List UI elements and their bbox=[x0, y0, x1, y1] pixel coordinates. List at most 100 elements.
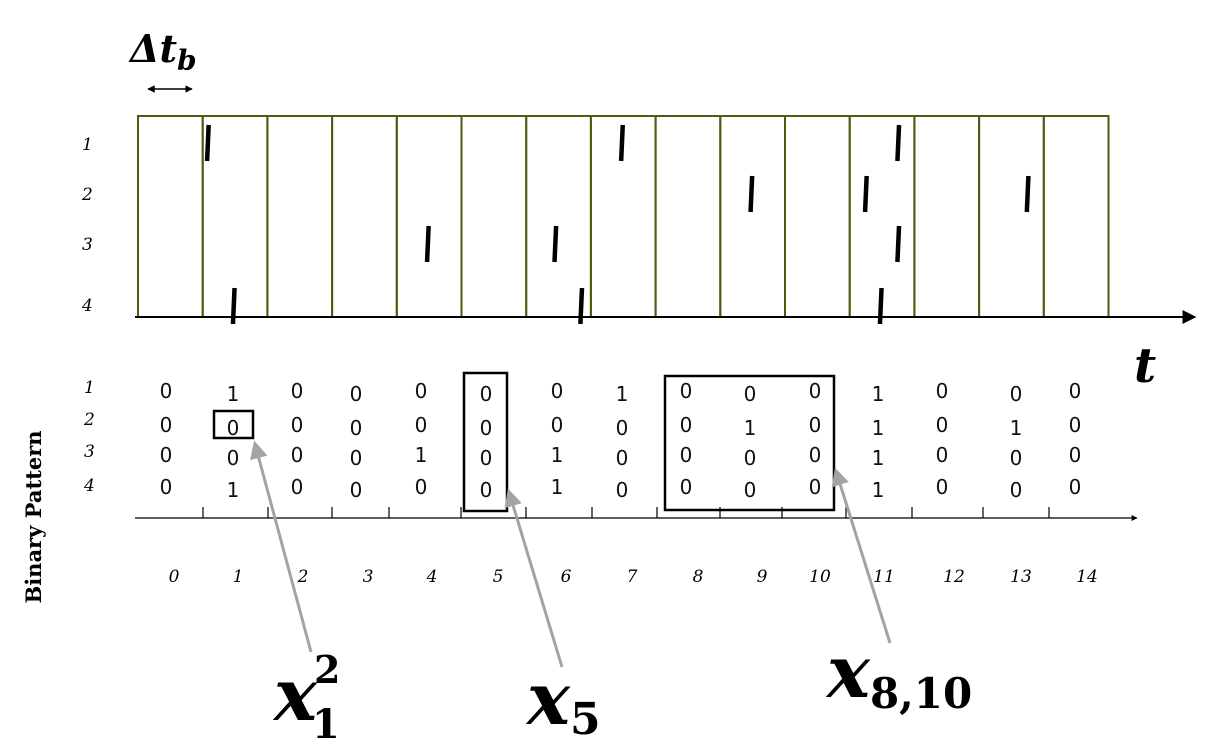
pattern-value: 0 bbox=[350, 478, 363, 502]
annotation-x5-base: x bbox=[525, 656, 571, 741]
spike-mark bbox=[424, 225, 431, 263]
highlight-box-x5 bbox=[462, 371, 509, 513]
time-axis-label: t bbox=[1134, 338, 1156, 394]
pattern-value: 0 bbox=[616, 446, 629, 470]
pattern-value: 0 bbox=[680, 413, 693, 437]
pattern-value: 0 bbox=[744, 446, 757, 470]
pattern-value: 1 bbox=[1010, 416, 1023, 440]
annotation-x8-10: x8,10 bbox=[825, 629, 972, 718]
bin-index-ticks bbox=[202, 507, 1050, 518]
highlight-box-x1-2 bbox=[212, 409, 255, 440]
pattern-value: 0 bbox=[616, 478, 629, 502]
spike-mark bbox=[748, 175, 755, 213]
pattern-value: 0 bbox=[480, 382, 493, 406]
pattern-value: 0 bbox=[480, 446, 493, 470]
time-bin bbox=[1042, 115, 1110, 318]
pattern-value: 0 bbox=[350, 416, 363, 440]
raster-row-label: 4 bbox=[81, 296, 93, 316]
pattern-value: 0 bbox=[415, 379, 428, 403]
annotation-x1-2: x2 1 bbox=[272, 647, 340, 748]
pattern-value: 0 bbox=[480, 416, 493, 440]
pattern-value: 1 bbox=[551, 443, 564, 467]
pattern-value: 0 bbox=[809, 475, 822, 499]
pattern-value: 0 bbox=[744, 382, 757, 406]
pointer-arrow-x5 bbox=[504, 488, 564, 668]
pattern-row-label: 2 bbox=[83, 410, 95, 430]
time-bin bbox=[395, 115, 463, 318]
raster-row-label: 2 bbox=[81, 185, 93, 205]
annotation-x5: x5 bbox=[525, 656, 601, 745]
bin-index-label: 5 bbox=[493, 567, 504, 587]
pattern-value: 0 bbox=[1069, 443, 1082, 467]
time-bin bbox=[913, 115, 981, 318]
time-bin bbox=[201, 115, 269, 318]
pattern-value: 0 bbox=[227, 416, 240, 440]
pattern-value: 0 bbox=[350, 446, 363, 470]
time-bin bbox=[137, 115, 204, 318]
pattern-value: 0 bbox=[291, 413, 304, 437]
pattern-value: 1 bbox=[872, 478, 885, 502]
pattern-value: 0 bbox=[936, 443, 949, 467]
spike-mark bbox=[895, 124, 902, 162]
pattern-value: 0 bbox=[1010, 382, 1023, 406]
time-bin bbox=[654, 115, 722, 318]
pattern-value: 0 bbox=[160, 379, 173, 403]
pattern-value: 0 bbox=[291, 443, 304, 467]
annotation-x8-10-sub: 8,10 bbox=[870, 669, 972, 718]
bin-index-label: 4 bbox=[426, 567, 438, 587]
bin-index-label: 11 bbox=[873, 567, 895, 587]
annotation-x8-10-base: x bbox=[825, 629, 871, 714]
annotation-x5-sub: 5 bbox=[570, 694, 601, 745]
bin-index-label: 7 bbox=[627, 567, 638, 587]
annotation-x1-2-base: x bbox=[272, 652, 318, 737]
time-bin bbox=[266, 115, 334, 318]
pattern-value: 0 bbox=[415, 413, 428, 437]
pattern-value: 0 bbox=[680, 379, 693, 403]
raster-row-label: 3 bbox=[82, 235, 93, 255]
pattern-value: 0 bbox=[936, 413, 949, 437]
annotation-x1-2-sub: 1 bbox=[312, 701, 340, 748]
bin-index-label: 2 bbox=[297, 567, 309, 587]
pattern-value: 0 bbox=[291, 379, 304, 403]
pattern-value: 0 bbox=[809, 379, 822, 403]
pointer-arrow-x1-2 bbox=[250, 440, 313, 653]
bin-index-label: 3 bbox=[363, 567, 374, 587]
pointer-arrow-x8-10 bbox=[831, 467, 892, 644]
pattern-value: 0 bbox=[936, 379, 949, 403]
pattern-value: 0 bbox=[680, 475, 693, 499]
pattern-row-label: 3 bbox=[84, 442, 95, 462]
raster-spikes bbox=[204, 124, 1031, 325]
time-bin bbox=[978, 115, 1045, 318]
pattern-value: 0 bbox=[680, 443, 693, 467]
spike-mark bbox=[618, 124, 626, 162]
annotation-x1-2-sup: 2 bbox=[314, 647, 340, 692]
pattern-value: 0 bbox=[936, 475, 949, 499]
time-bin bbox=[525, 115, 592, 318]
pattern-value: 0 bbox=[1069, 475, 1082, 499]
pattern-value: 0 bbox=[616, 416, 629, 440]
pattern-value: 1 bbox=[872, 446, 885, 470]
spike-mark bbox=[578, 287, 585, 325]
spike-mark bbox=[895, 225, 902, 263]
bin-index-label: 6 bbox=[561, 567, 572, 587]
pattern-value: 1 bbox=[744, 416, 757, 440]
pattern-value: 1 bbox=[872, 416, 885, 440]
spike-mark bbox=[877, 287, 884, 325]
bin-index-label: 1 bbox=[233, 567, 244, 587]
bin-index-label: 0 bbox=[169, 567, 180, 587]
pattern-value: 1 bbox=[616, 382, 629, 406]
pattern-value: 1 bbox=[551, 475, 564, 499]
bin-index-label: 12 bbox=[943, 567, 965, 587]
spike-mark bbox=[204, 124, 211, 162]
time-bin bbox=[848, 115, 916, 318]
time-bin bbox=[719, 115, 786, 318]
pattern-value: 0 bbox=[809, 443, 822, 467]
pattern-value: 1 bbox=[872, 382, 885, 406]
pattern-value: 0 bbox=[744, 478, 757, 502]
pattern-value: 0 bbox=[480, 478, 493, 502]
bin-index-label: 13 bbox=[1010, 567, 1032, 587]
pattern-value: 0 bbox=[1069, 413, 1082, 437]
bin-width-label-base: Δt bbox=[128, 26, 177, 71]
